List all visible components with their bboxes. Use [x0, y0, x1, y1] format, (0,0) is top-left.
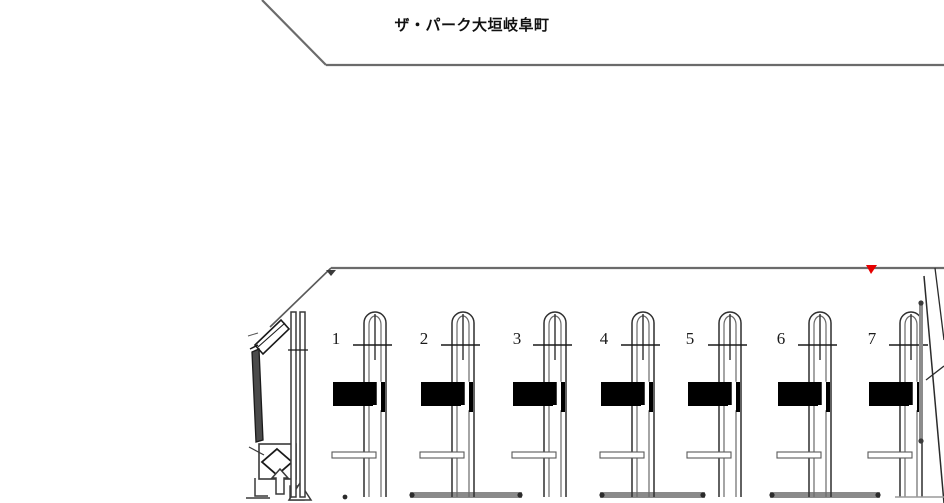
stall-number-label: 5	[686, 329, 695, 348]
stall-outer-rail	[718, 311, 742, 497]
stall-lock-plate-lip	[333, 398, 373, 406]
stall-outer-rail	[543, 311, 567, 497]
page-title: ザ・パーク大垣岐阜町	[394, 16, 550, 34]
stall-lock-plate-lip	[869, 398, 909, 406]
stall-lower-rail	[686, 451, 732, 459]
stall-outer-rail	[631, 311, 655, 497]
entrance-gate	[247, 318, 291, 443]
stall-lower-rail	[331, 451, 377, 459]
parking-stall-layer: 1 2 3 4 5 6 7	[331, 311, 928, 497]
lot-right-boundary	[895, 267, 944, 503]
parking-stall[interactable]	[776, 311, 837, 497]
stall-lock-hinge	[561, 382, 565, 412]
stall-number-label: 6	[777, 329, 786, 348]
stall-lock-hinge	[381, 382, 385, 412]
stall-lock-hinge	[736, 382, 740, 412]
stall-lower-rail	[867, 451, 913, 459]
stall-lower-rail	[419, 451, 465, 459]
stall-lower-rail	[599, 451, 645, 459]
equipment-marker	[248, 443, 297, 480]
stall-lock-plate-lip	[421, 398, 461, 406]
stall-number-label: 7	[868, 329, 877, 348]
parking-stall[interactable]	[419, 311, 480, 497]
stall-lock-hinge	[649, 382, 653, 412]
stall-lower-rail	[776, 451, 822, 459]
stall-number-label: 1	[332, 329, 341, 348]
stall-lock-plate-lip	[513, 398, 553, 406]
lot-top-boundary	[269, 266, 944, 328]
stall-number-label: 4	[600, 329, 609, 348]
stall-outer-rail	[808, 311, 832, 497]
lot-left-edge-post	[288, 311, 308, 498]
red-position-marker	[866, 265, 877, 274]
stall-outer-rail	[363, 311, 387, 497]
parking-stall[interactable]	[331, 311, 392, 497]
stall-outer-rail	[451, 311, 475, 497]
site-boundary-upper	[261, 0, 944, 67]
stall-number-label: 3	[513, 329, 522, 348]
stall-lock-plate-lip	[778, 398, 818, 406]
stall-lock-plate-lip	[688, 398, 728, 406]
parking-stall[interactable]	[599, 311, 660, 497]
stall-lock-plate-lip	[601, 398, 641, 406]
parking-stall[interactable]	[511, 311, 572, 497]
parking-stall[interactable]	[686, 311, 747, 497]
stall-lock-hinge	[826, 382, 830, 412]
stall-lock-hinge	[469, 382, 473, 412]
stall-lower-rail	[511, 451, 557, 459]
ground-bars	[342, 492, 881, 500]
stall-number-label: 2	[420, 329, 429, 348]
